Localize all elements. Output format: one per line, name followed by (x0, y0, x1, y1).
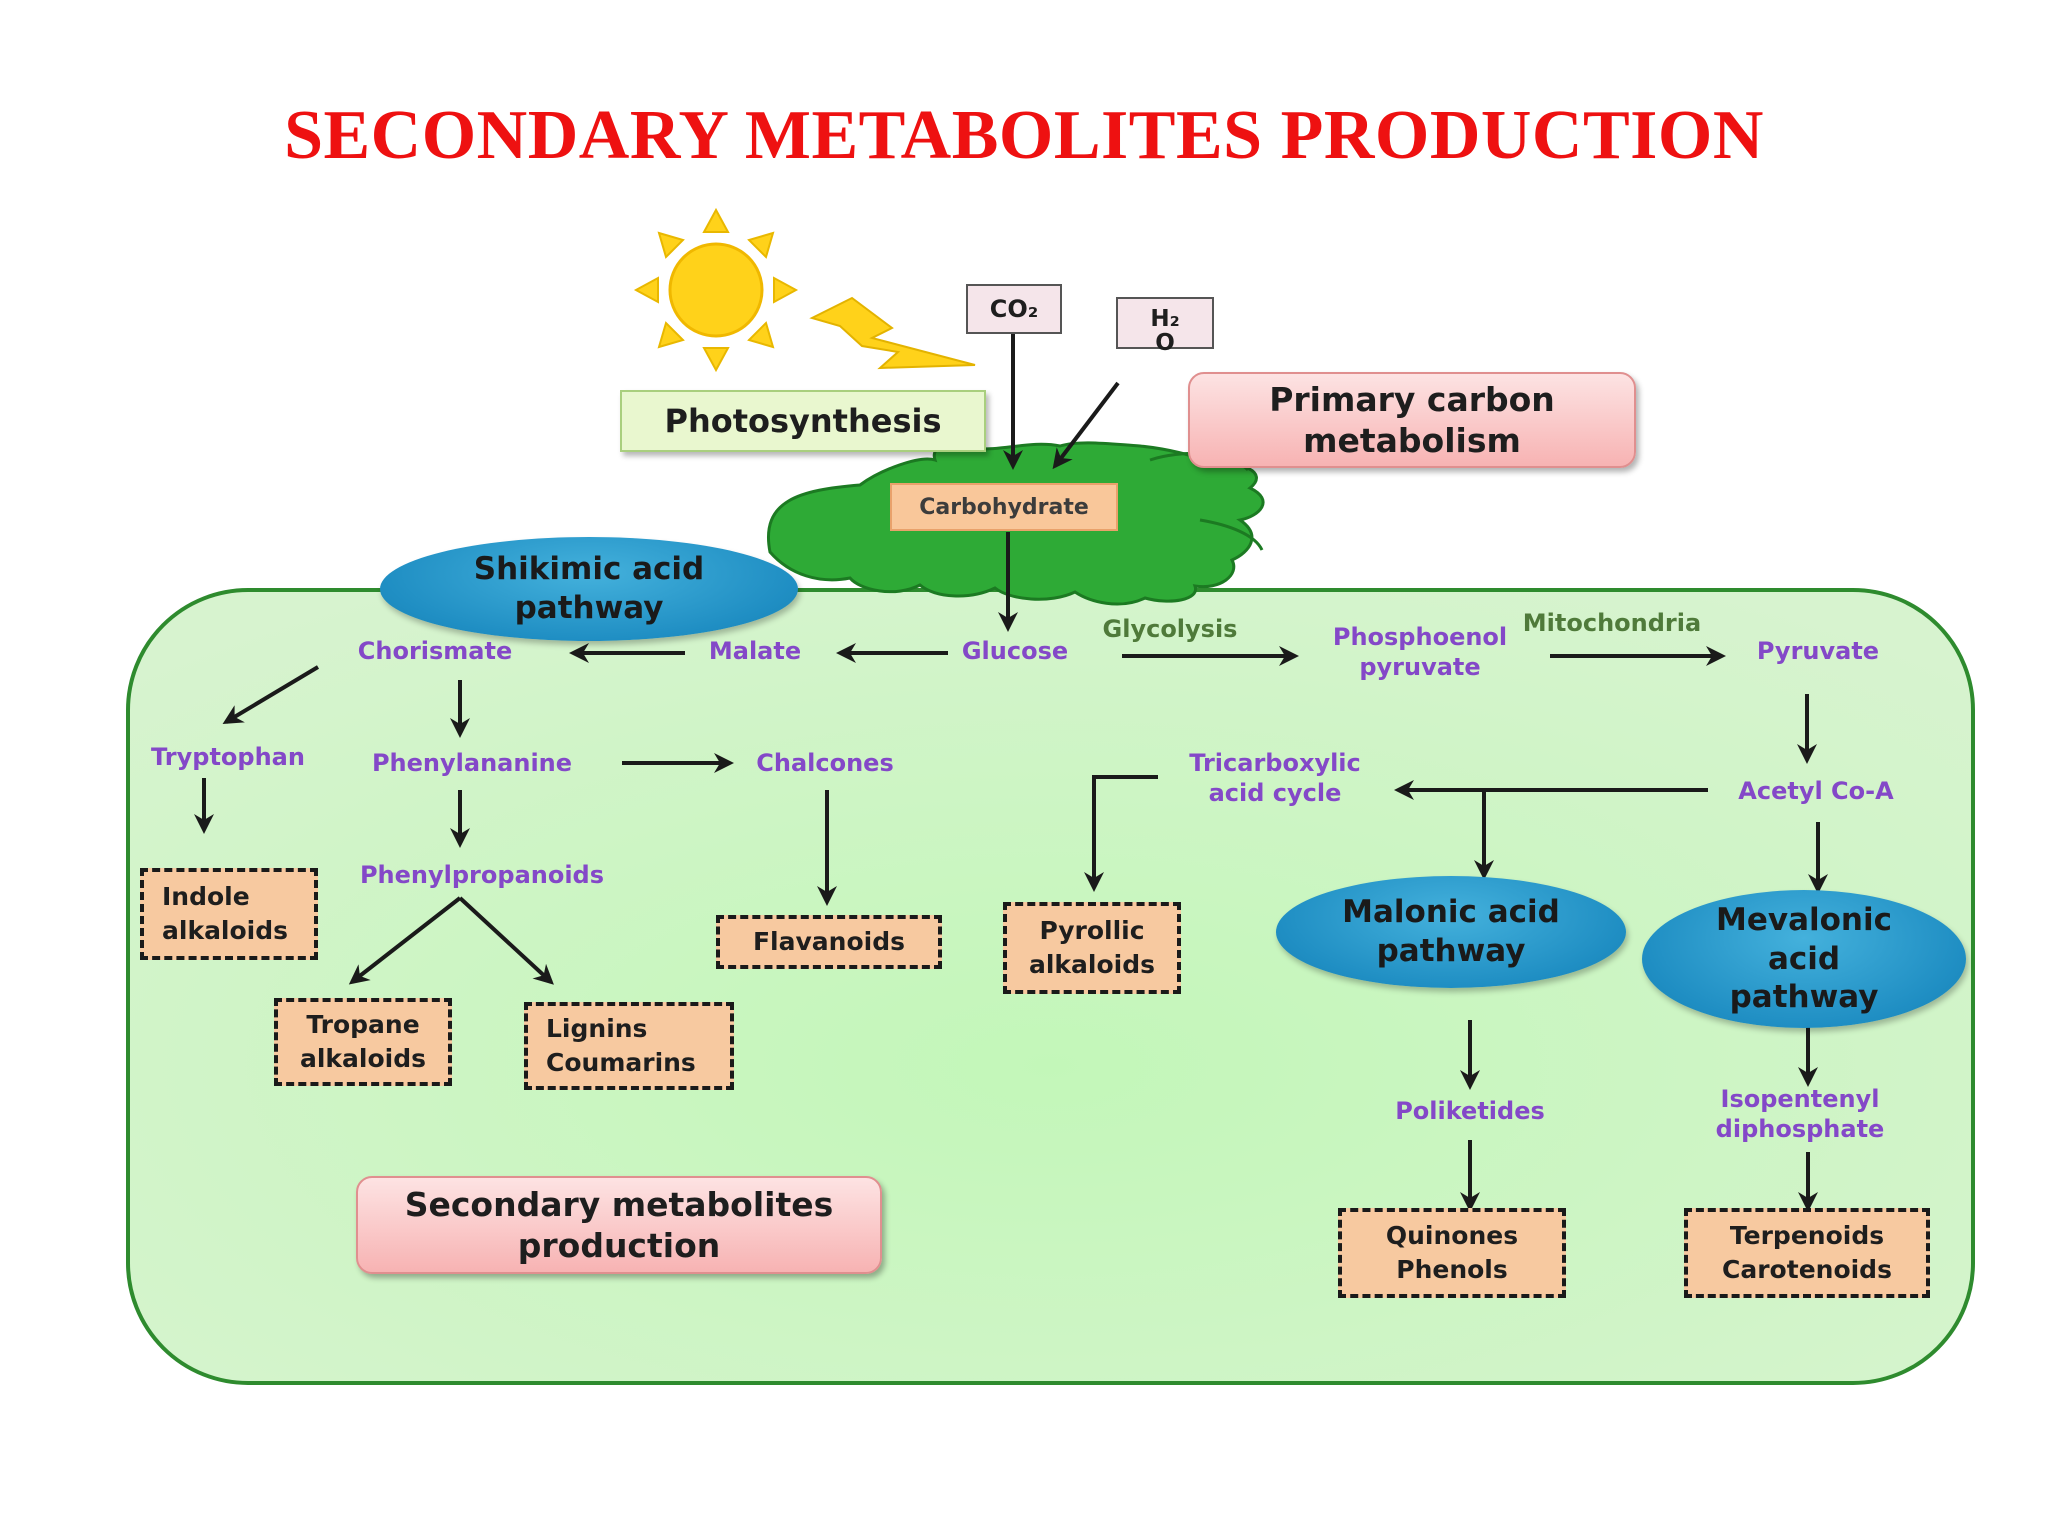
malonic-line2: pathway (1376, 933, 1526, 969)
primary-carbon-line1: Primary carbon (1269, 379, 1555, 419)
tca-to-pyrollic-arrow (1084, 775, 1158, 892)
indole-line1: Indole (162, 882, 250, 912)
terpenoids-line2: Carotenoids (1722, 1255, 1892, 1284)
tca-line2: acid cycle (1208, 779, 1342, 807)
pyrollic-line2: alkaloids (1028, 950, 1156, 979)
tca-label: Tricarboxylic acid cycle (1170, 748, 1380, 808)
phenylpropanoids-label: Phenylpropanoids (359, 861, 605, 889)
poliketides-label: Poliketides (1395, 1097, 1545, 1125)
h2o-box: H₂ O (1116, 297, 1214, 355)
tca-line1: Tricarboxylic (1189, 749, 1361, 777)
h2o-label-line2: O (1155, 330, 1175, 357)
secondary-metabolites-box: Secondary metabolites production (356, 1176, 882, 1274)
primary-carbon-box: Primary carbon metabolism (1188, 372, 1636, 468)
lignins-line2: Coumarins (546, 1048, 696, 1077)
isopentenyl-line1: Isopentenyl (1720, 1085, 1880, 1113)
tropane-line1: Tropane (306, 1010, 420, 1040)
chalcones-label: Chalcones (756, 749, 894, 777)
carbohydrate-label: Carbohydrate (919, 494, 1089, 520)
carbohydrate-box: Carbohydrate (890, 483, 1118, 531)
indole-alkaloids-box: Indole alkaloids (140, 868, 318, 960)
lightning-icon (809, 296, 976, 370)
shikimic-acid-pathway-oval: Shikimic acid pathway (380, 537, 798, 641)
flavanoids-box: Flavanoids (716, 915, 942, 969)
photosynthesis-label: Photosynthesis (664, 402, 942, 440)
mitochondria-label: Mitochondria (1522, 609, 1702, 637)
terpenoids-line1: Terpenoids (1729, 1221, 1885, 1251)
tropane-alkaloids-box: Tropane alkaloids (274, 998, 452, 1086)
secondary-line2: production (517, 1226, 721, 1265)
phosphoenol-line2: pyruvate (1359, 653, 1481, 681)
pathway-arrows (194, 334, 1828, 1212)
page-title: SECONDARY METABOLITES PRODUCTION (284, 97, 1764, 174)
mevalonic-acid-pathway-oval: Mevalonic acid pathway (1642, 890, 1966, 1028)
quinones-phenols-box: Quinones Phenols (1338, 1208, 1566, 1298)
co2-label: CO₂ (989, 295, 1039, 323)
quinones-line1: Quinones (1385, 1221, 1519, 1251)
glycolysis-label: Glycolysis (1102, 615, 1238, 643)
indole-line2: alkaloids (162, 916, 289, 945)
quinones-line2: Phenols (1396, 1255, 1508, 1284)
phosphoenol-line1: Phosphoenol (1332, 623, 1508, 651)
isopentenyl-label: Isopentenyl diphosphate (1690, 1084, 1910, 1144)
chorismate-label: Chorismate (357, 637, 513, 665)
tryptophan-label: Tryptophan (151, 743, 305, 771)
malonic-line1: Malonic acid (1342, 894, 1560, 931)
mevalonic-line2: acid (1767, 940, 1841, 977)
shikimic-line1: Shikimic acid (473, 551, 705, 588)
mevalonic-line3: pathway (1729, 979, 1879, 1016)
isopentenyl-line2: diphosphate (1715, 1115, 1885, 1143)
lignins-coumarins-box: Lignins Coumarins (524, 1002, 734, 1090)
co2-box: CO₂ (966, 284, 1062, 334)
phosphoenol-pyruvate-label: Phosphoenol pyruvate (1320, 622, 1520, 682)
phenylananine-label: Phenylananine (371, 749, 573, 777)
malonic-acid-pathway-oval: Malonic acid pathway (1276, 876, 1626, 988)
mevalonic-line1: Mevalonic (1716, 901, 1892, 938)
primary-carbon-line2: metabolism (1303, 421, 1521, 460)
pyrollic-alkaloids-box: Pyrollic alkaloids (1003, 902, 1181, 994)
glucose-label: Glucose (961, 637, 1069, 665)
pyruvate-label: Pyruvate (1756, 637, 1880, 665)
tropane-line2: alkaloids (299, 1044, 427, 1073)
pyrollic-line1: Pyrollic (1039, 916, 1145, 946)
photosynthesis-box: Photosynthesis (620, 390, 986, 452)
lignins-line1: Lignins (546, 1014, 648, 1044)
sun-icon (633, 207, 799, 373)
flavanoids-label: Flavanoids (752, 927, 905, 957)
terpenoids-carotenoids-box: Terpenoids Carotenoids (1684, 1208, 1930, 1298)
shikimic-line2: pathway (514, 590, 664, 626)
malate-label: Malate (708, 637, 802, 665)
acetyl-coa-label: Acetyl Co-A (1738, 777, 1894, 805)
h2o-label-line1: H₂ (1150, 306, 1180, 332)
secondary-line1: Secondary metabolites (404, 1184, 834, 1224)
